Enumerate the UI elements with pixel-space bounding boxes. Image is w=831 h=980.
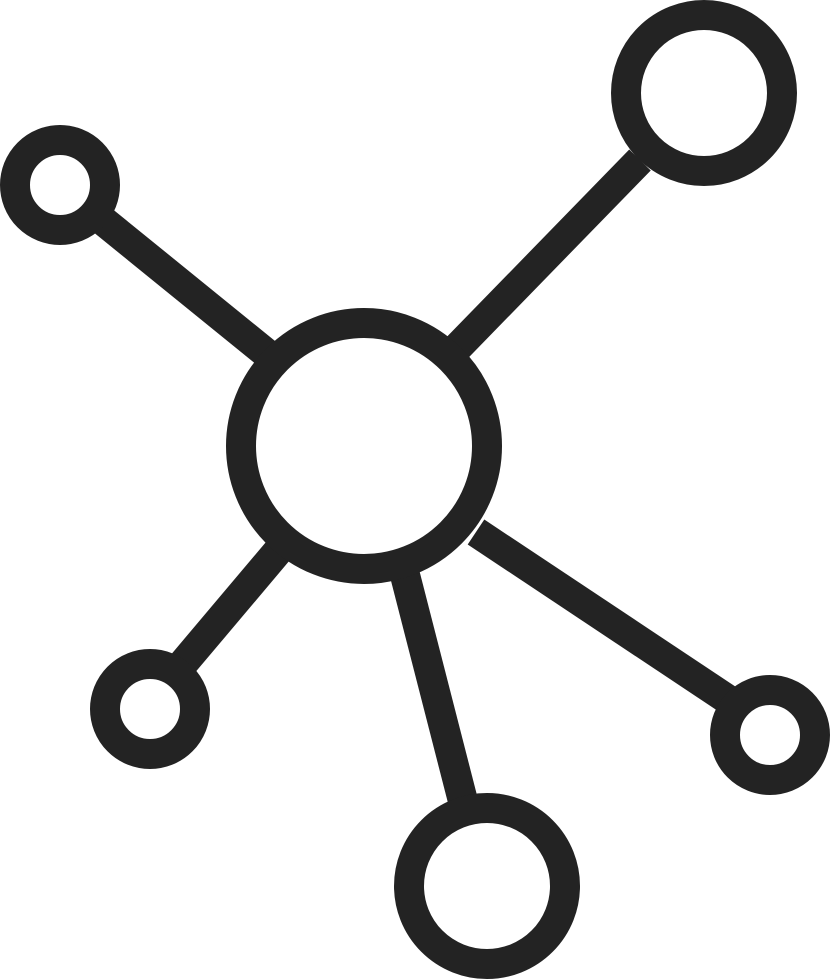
connector-bottom (390, 571, 479, 809)
node-bottom-right (710, 675, 830, 795)
connector-bottom-right (467, 519, 736, 712)
node-bottom (394, 793, 580, 979)
connector-top-left (86, 203, 281, 369)
connector-top-right (444, 149, 651, 361)
node-top-left (0, 125, 120, 245)
node-top-right (611, 0, 797, 186)
hub-node (226, 308, 502, 584)
connector-bottom-left (169, 541, 290, 676)
node-bottom-left (90, 649, 210, 769)
connectors (86, 149, 736, 809)
